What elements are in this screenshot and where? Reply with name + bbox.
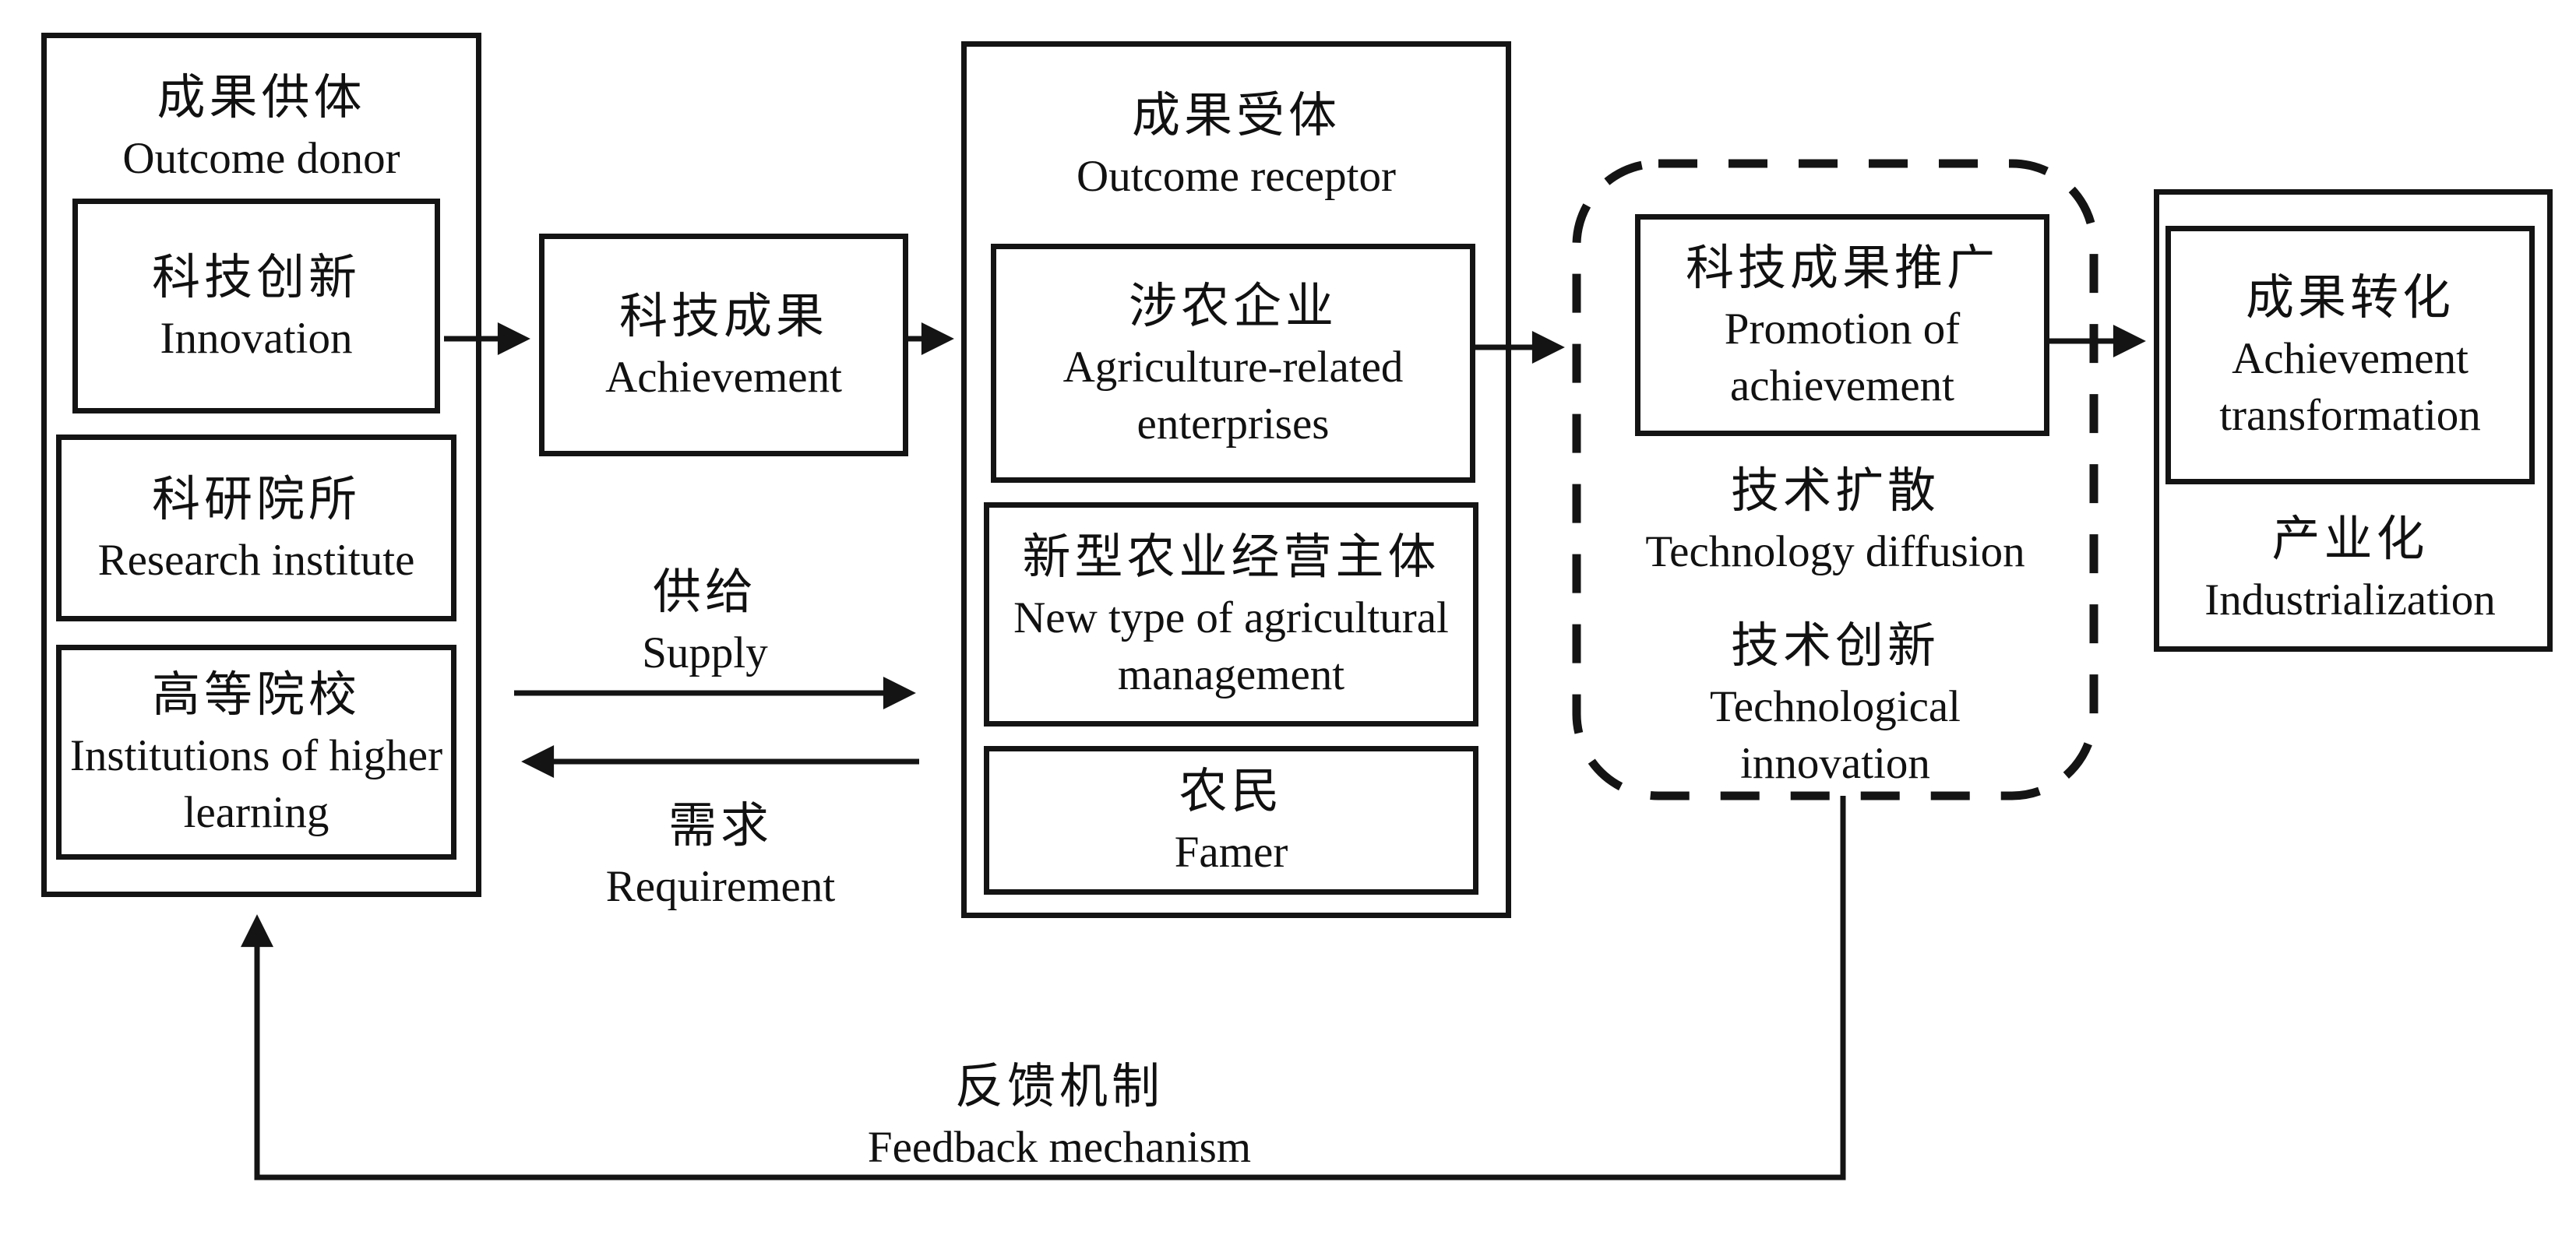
industrialization-label: 产业化 Industrialization xyxy=(2165,492,2535,644)
innovation-label-en: Innovation xyxy=(160,313,353,363)
new-agricultural-management-label-zh: 新型农业经营主体 xyxy=(1022,531,1440,584)
outcome-donor-title-en: Outcome donor xyxy=(122,134,400,183)
feedback-edge-label-en: Feedback mechanism xyxy=(867,1123,1252,1172)
requirement-edge-label: 需求 Requirement xyxy=(557,790,884,919)
agriculture-enterprises-label-en: Agriculture-related enterprises xyxy=(1062,342,1404,449)
technology-diffusion-label-en: Technology diffusion xyxy=(1645,527,2025,576)
technological-innovation-label-zh: 技术创新 xyxy=(1730,619,1940,673)
outcome-donor-title-zh: 成果供体 xyxy=(157,72,366,125)
supply-edge-label: 供给 Supply xyxy=(549,557,861,685)
agriculture-enterprises-label-zh: 涉农企业 xyxy=(1128,280,1337,333)
achievement-transformation-box: 成果转化 Achievement transformation xyxy=(2165,226,2535,484)
higher-learning-label-zh: 高等院校 xyxy=(151,669,361,722)
requirement-edge-label-zh: 需求 xyxy=(668,800,773,853)
outcome-receptor-title: 成果受体 Outcome receptor xyxy=(967,84,1506,205)
industrialization-label-en: Industrialization xyxy=(2204,575,2496,625)
outcome-donor-group: 成果供体 Outcome donor xyxy=(41,33,481,897)
achievement-transformation-label-zh: 成果转化 xyxy=(2245,272,2454,325)
higher-learning-label-en: Institutions of higher learning xyxy=(69,731,443,837)
research-institute-box: 科研院所 Research institute xyxy=(56,435,456,621)
outcome-donor-title: 成果供体 Outcome donor xyxy=(47,66,476,187)
transformation-group xyxy=(2154,189,2553,652)
feedback-edge-label: 反馈机制 Feedback mechanism xyxy=(818,1051,1301,1180)
research-institute-label-zh: 科研院所 xyxy=(151,473,361,526)
promotion-label-zh: 科技成果推广 xyxy=(1685,241,1999,295)
promotion-label-en: Promotion of achievement xyxy=(1724,304,1961,410)
technology-diffusion-label: 技术扩散 Technology diffusion xyxy=(1609,456,2061,584)
farmer-label-en: Famer xyxy=(1174,828,1288,877)
industrialization-label-zh: 产业化 xyxy=(2271,513,2429,566)
innovation-box: 科技创新 Innovation xyxy=(72,199,440,413)
achievement-box: 科技成果 Achievement xyxy=(539,234,908,456)
outcome-receptor-title-zh: 成果受体 xyxy=(1131,90,1341,142)
innovation-label-zh: 科技创新 xyxy=(151,251,361,304)
farmer-box: 农民 Famer xyxy=(984,746,1478,895)
outcome-receptor-title-en: Outcome receptor xyxy=(1077,152,1396,201)
achievement-transformation-label-en: Achievement transformation xyxy=(2219,334,2481,440)
research-institute-label-en: Research institute xyxy=(97,535,415,585)
technology-diffusion-dashed-boundary xyxy=(1572,159,2099,800)
new-agricultural-management-box: 新型农业经营主体 New type of agricultural manage… xyxy=(984,502,1478,727)
outcome-receptor-group: 成果受体 Outcome receptor xyxy=(961,41,1511,918)
technology-diffusion-label-zh: 技术扩散 xyxy=(1730,465,1940,518)
agriculture-enterprises-box: 涉农企业 Agriculture-related enterprises xyxy=(991,244,1475,483)
feedback-edge-label-zh: 反馈机制 xyxy=(954,1061,1164,1114)
promotion-box: 科技成果推广 Promotion of achievement xyxy=(1635,214,2049,436)
supply-edge-label-zh: 供给 xyxy=(652,566,757,619)
higher-learning-box: 高等院校 Institutions of higher learning xyxy=(56,645,456,860)
technological-innovation-label-en: Technological innovation xyxy=(1709,681,1961,788)
supply-edge-label-en: Supply xyxy=(642,628,768,677)
achievement-label-zh: 科技成果 xyxy=(618,290,828,343)
arrow-feedback-loop xyxy=(241,796,1846,1180)
new-agricultural-management-label-en: New type of agricultural management xyxy=(1013,593,1449,699)
requirement-edge-label-en: Requirement xyxy=(605,862,836,911)
achievement-label-en: Achievement xyxy=(605,352,842,402)
technological-innovation-label: 技术创新 Technological innovation xyxy=(1617,611,2053,794)
farmer-label-zh: 农民 xyxy=(1179,765,1284,818)
